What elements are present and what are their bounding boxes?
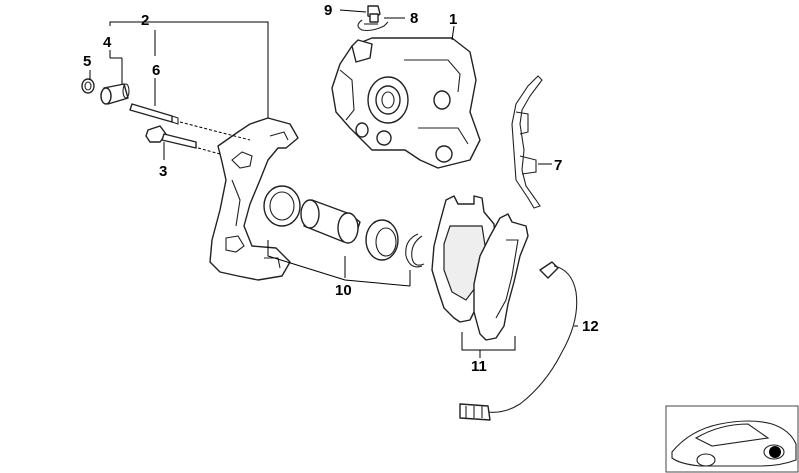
callout-5: 5 bbox=[83, 53, 91, 70]
guide-sleeve-icon[interactable] bbox=[100, 83, 130, 105]
callout-2: 2 bbox=[141, 12, 149, 29]
car-location-icon bbox=[671, 420, 797, 467]
protective-cap-icon[interactable] bbox=[81, 78, 95, 94]
location-marker bbox=[769, 446, 781, 458]
wear-sensor-icon[interactable] bbox=[459, 261, 578, 421]
caliper-carrier-icon[interactable] bbox=[209, 117, 299, 281]
anti-rattle-spring-icon[interactable] bbox=[511, 75, 543, 209]
callout-6: 6 bbox=[152, 62, 160, 79]
callout-10: 10 bbox=[335, 282, 352, 299]
piston-seal-kit-icon[interactable] bbox=[263, 185, 425, 268]
callout-11: 11 bbox=[471, 358, 487, 375]
brake-caliper-housing-icon[interactable] bbox=[331, 37, 481, 169]
car-location-thumbnail bbox=[665, 405, 799, 473]
callout-8: 8 bbox=[410, 10, 418, 27]
callout-12: 12 bbox=[582, 318, 599, 335]
bleeder-valve-icon[interactable] bbox=[367, 5, 381, 23]
callout-1: 1 bbox=[449, 11, 457, 28]
hex-bolt-icon[interactable] bbox=[145, 125, 197, 149]
callout-3: 3 bbox=[159, 163, 167, 180]
brake-pad-set-icon[interactable] bbox=[431, 195, 529, 341]
bleeder-clip-icon[interactable] bbox=[357, 19, 389, 32]
callout-4: 4 bbox=[103, 34, 112, 51]
guide-pin-icon[interactable] bbox=[129, 103, 179, 125]
callout-9: 9 bbox=[324, 2, 332, 19]
callout-7: 7 bbox=[554, 157, 562, 174]
